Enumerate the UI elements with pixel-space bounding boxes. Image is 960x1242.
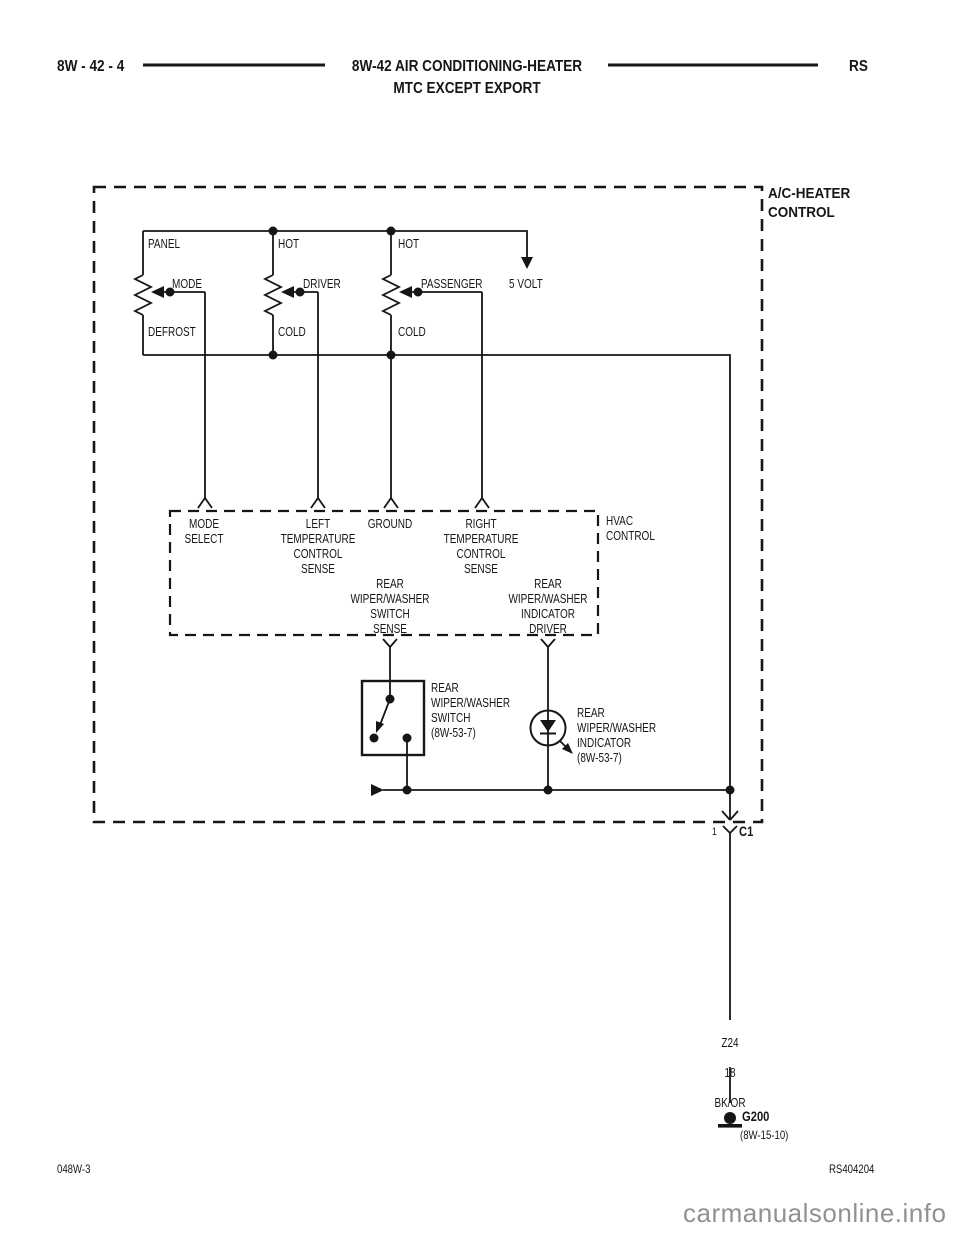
ground-reference: (8W-15-10) xyxy=(740,1128,789,1142)
driver-temperature-potentiometer xyxy=(262,231,319,498)
pot-passenger-wiper-label: PASSENGER xyxy=(421,277,483,291)
pot-driver-top-label: HOT xyxy=(278,237,300,251)
ground-name: G200 xyxy=(742,1108,770,1124)
connector-pin-number: 1 xyxy=(712,826,717,838)
wire-circuit: Z24 xyxy=(721,1036,739,1050)
wire-gauge: 18 xyxy=(724,1066,736,1080)
ac-heater-control-label: A/C-HEATER CONTROL xyxy=(768,185,851,221)
pot-driver-bottom-label: COLD xyxy=(278,325,306,339)
wire-label: Z24 18 BK/OR xyxy=(706,1021,754,1126)
page-subtitle: MTC EXCEPT EXPORT xyxy=(393,80,541,97)
hvac-pin-rear-wiper-indicator: REAR WIPER/WASHER INDICATOR DRIVER xyxy=(508,577,588,636)
five-volt-label: 5 VOLT xyxy=(509,277,543,291)
connector-name: C1 xyxy=(739,823,754,839)
hvac-pin-mode-select: MODE SELECT xyxy=(184,517,224,546)
pot-driver-wiper-label: DRIVER xyxy=(303,277,341,291)
mode-potentiometer xyxy=(132,231,206,498)
figure-number: RS404204 xyxy=(829,1162,875,1176)
drawing-number: 048W-3 xyxy=(57,1162,91,1176)
page-code: 8W - 42 - 4 xyxy=(57,58,125,75)
pot-mode-top-label: PANEL xyxy=(148,237,181,251)
pot-mode-wiper-label: MODE xyxy=(172,277,202,291)
wire-color: BK/OR xyxy=(714,1096,746,1110)
hvac-pin-right-temp: RIGHT TEMPERATURE CONTROL SENSE xyxy=(443,517,519,576)
hvac-pin-rear-wiper-switch: REAR WIPER/WASHER SWITCH SENSE xyxy=(350,577,430,636)
hvac-pin-left-temp: LEFT TEMPERATURE CONTROL SENSE xyxy=(280,517,356,576)
pot-passenger-bottom-label: COLD xyxy=(398,325,426,339)
rear-wiper-indicator-label: REAR WIPER/WASHER INDICATOR (8W-53-7) xyxy=(577,706,657,765)
hvac-control-box xyxy=(168,509,600,637)
pot-mode-bottom-label: DEFROST xyxy=(148,325,196,339)
rear-wiper-washer-indicator-symbol xyxy=(529,647,573,790)
connector-c1-symbol xyxy=(721,790,739,834)
hvac-control-label: HVAC CONTROL xyxy=(606,514,655,543)
manual-code: RS xyxy=(849,58,868,75)
hvac-bottom-pin-connectors xyxy=(382,638,556,648)
page-title: 8W-42 AIR CONDITIONING-HEATER xyxy=(351,58,583,75)
watermark: carmanualsonline.info xyxy=(683,1198,947,1228)
ac-heater-control-box xyxy=(92,185,764,824)
passenger-temperature-potentiometer xyxy=(380,231,483,498)
rear-wiper-switch-label: REAR WIPER/WASHER SWITCH (8W-53-7) xyxy=(431,681,511,740)
rear-wiper-washer-switch-symbol xyxy=(360,647,426,790)
ground-g200-symbol xyxy=(718,1112,742,1128)
ground-rail xyxy=(143,350,731,790)
hvac-top-pin-connectors xyxy=(197,496,490,509)
five-volt-supply-rail xyxy=(143,226,533,269)
hvac-pin-ground: GROUND xyxy=(367,517,413,531)
bottom-ground-wire xyxy=(371,784,735,796)
pot-passenger-top-label: HOT xyxy=(398,237,420,251)
